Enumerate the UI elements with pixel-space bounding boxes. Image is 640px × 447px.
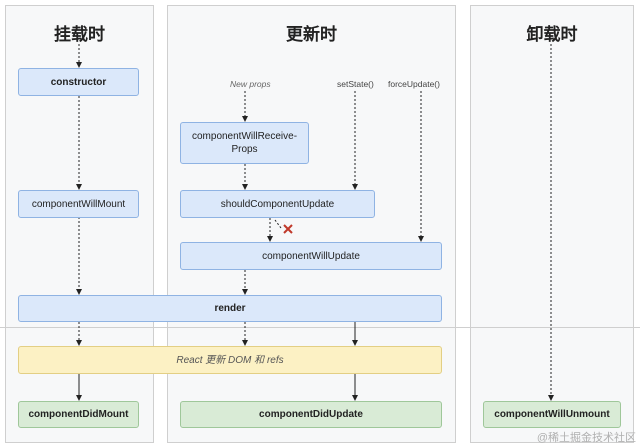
force-update-label: forceUpdate() — [388, 79, 440, 89]
constructor-box: constructor — [18, 68, 139, 96]
component-will-mount-box: componentWillMount — [18, 190, 139, 218]
component-did-update-box: componentDidUpdate — [180, 401, 442, 428]
watermark: @稀土掘金技术社区 — [536, 432, 636, 444]
cross-mark-icon — [283, 224, 293, 234]
commit-phase-divider — [0, 327, 640, 328]
set-state-label: setState() — [337, 79, 374, 89]
react-updates-dom-box: React 更新 DOM 和 refs — [18, 346, 442, 374]
render-box: render — [18, 295, 442, 322]
updating-title: 更新时 — [286, 25, 337, 45]
mounting-title: 挂载时 — [54, 25, 105, 45]
component-will-receive-props-box: componentWillReceive-Props — [180, 122, 309, 164]
new-props-label: New props — [230, 79, 271, 89]
should-component-update-box: shouldComponentUpdate — [180, 190, 375, 218]
unmounting-panel: 卸载时 — [470, 5, 634, 443]
component-will-unmount-box: componentWillUnmount — [483, 401, 621, 428]
component-will-update-box: componentWillUpdate — [180, 242, 442, 270]
arrow-shouldupdate-false — [274, 219, 282, 229]
unmounting-title: 卸载时 — [526, 25, 578, 45]
component-did-mount-box: componentDidMount — [18, 401, 139, 428]
